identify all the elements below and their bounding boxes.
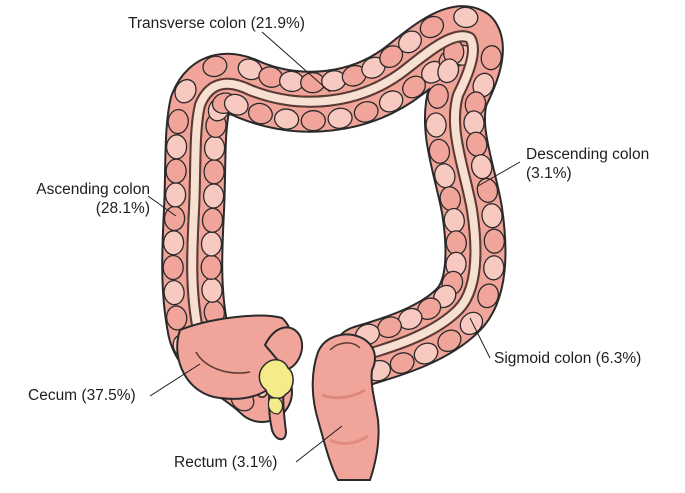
haustrum xyxy=(223,93,249,116)
label-descending-colon-name: Descending colon xyxy=(526,146,650,163)
leader-line-sigmoid xyxy=(469,317,491,359)
appendix xyxy=(258,359,294,441)
haustrum xyxy=(378,90,404,113)
haustrum xyxy=(174,78,197,104)
haustrum xyxy=(480,45,502,71)
haustrum xyxy=(481,203,503,229)
haustrum xyxy=(200,231,223,257)
haustrum xyxy=(459,311,484,336)
haustrum xyxy=(425,112,447,138)
haustrum xyxy=(463,110,485,136)
haustrum xyxy=(477,283,499,309)
leader-line-cecum xyxy=(149,363,201,397)
haustrum xyxy=(163,279,185,306)
haustrum xyxy=(203,135,226,161)
label-sigmoid-colon: Sigmoid colon (6.3%) xyxy=(494,349,641,368)
haustrum xyxy=(202,55,228,78)
rectum xyxy=(311,333,380,481)
haustrum xyxy=(428,138,451,164)
haustrum xyxy=(165,134,188,160)
haustrum xyxy=(476,177,499,203)
haustrum xyxy=(437,329,462,353)
leader-line-ascending xyxy=(147,195,177,217)
leader-lines xyxy=(147,31,521,463)
label-transverse-colon-text: Transverse colon (21.9%) xyxy=(128,15,305,32)
haustrum xyxy=(201,207,224,233)
label-ascending-colon: Ascending colon (28.1%) xyxy=(4,180,150,218)
haustrum xyxy=(164,182,187,208)
haustrum xyxy=(483,255,505,281)
haustrum xyxy=(453,6,479,29)
label-descending-colon: Descending colon (3.1%) xyxy=(526,145,649,183)
haustrum xyxy=(165,158,187,184)
label-transverse-colon: Transverse colon (21.9%) xyxy=(128,14,305,33)
label-ascending-colon-pct: (28.1%) xyxy=(95,200,150,217)
leader-line-descending xyxy=(477,161,521,187)
label-cecum: Cecum (37.5%) xyxy=(28,386,136,405)
label-cecum-text: Cecum (37.5%) xyxy=(28,387,136,404)
haustrum xyxy=(162,254,184,281)
haustrum xyxy=(162,230,185,256)
haustrum xyxy=(413,342,439,365)
label-rectum-text: Rectum (3.1%) xyxy=(174,454,278,471)
haustrum xyxy=(327,107,353,130)
haustrum xyxy=(247,102,273,125)
haustrum xyxy=(419,15,445,39)
haustrum xyxy=(445,230,467,256)
haustrum xyxy=(483,228,505,254)
haustrum xyxy=(166,305,188,331)
haustrum xyxy=(389,352,415,374)
label-ascending-colon-name: Ascending colon xyxy=(36,181,150,198)
label-descending-colon-pct: (3.1%) xyxy=(526,165,572,182)
colon-lumen-band-top xyxy=(188,32,480,396)
haustrum xyxy=(273,108,300,130)
leader-line-rectum xyxy=(295,425,343,463)
haustrum xyxy=(398,30,422,54)
label-sigmoid-colon-text: Sigmoid colon (6.3%) xyxy=(494,350,642,367)
leader-line-transverse xyxy=(261,31,331,93)
haustrum xyxy=(200,254,222,280)
haustrum xyxy=(427,83,449,109)
haustrum xyxy=(300,110,326,132)
haustrum xyxy=(202,183,225,209)
haustrum xyxy=(167,108,189,135)
haustrum xyxy=(203,159,225,185)
label-rectum: Rectum (3.1%) xyxy=(174,453,277,472)
appendix-fat xyxy=(258,359,294,400)
haustrum xyxy=(353,101,379,123)
haustrum xyxy=(437,58,460,84)
